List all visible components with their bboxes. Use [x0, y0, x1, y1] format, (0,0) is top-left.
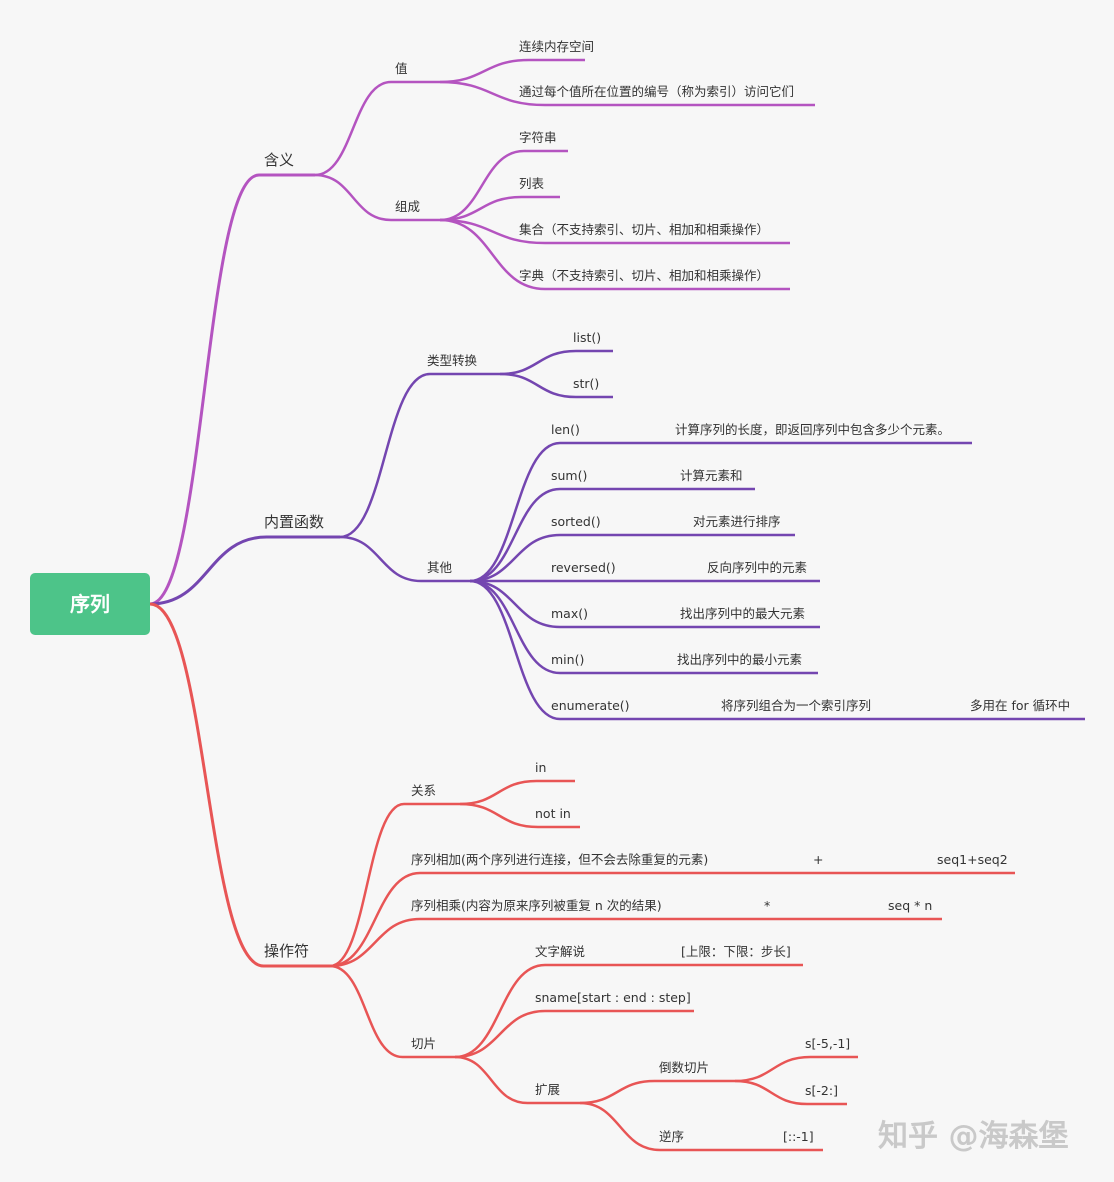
branch-line-c2 [439, 218, 790, 245]
node-v1[interactable]: 通过每个值所在位置的编号（称为索引）访问它们 [519, 84, 794, 99]
node-add-detail-0: + [813, 852, 823, 867]
node-o0-detail-0: 计算序列的长度，即返回序列中包含多少个元素。 [675, 422, 950, 437]
branch-line-op [149, 602, 330, 968]
branch-line-cv1 [499, 372, 613, 399]
node-rev[interactable]: 逆序 [659, 1129, 684, 1144]
node-o4[interactable]: max() [551, 606, 588, 621]
branch-line-r1 [459, 802, 580, 829]
node-comp[interactable]: 组成 [395, 199, 420, 214]
node-rev-detail-0: [::-1] [783, 1129, 814, 1144]
node-s0-detail-0: [上限：下限：步长] [681, 944, 791, 959]
root-node[interactable] [30, 573, 150, 635]
node-o5-detail-0: 找出序列中的最小元素 [677, 652, 802, 667]
branch-line-rel [329, 802, 460, 968]
node-c1[interactable]: 列表 [519, 176, 545, 191]
node-o1[interactable]: sum() [551, 468, 587, 483]
node-rel[interactable]: 关系 [411, 783, 436, 798]
node-o6-detail-1: 多用在 for 循环中 [970, 698, 1070, 713]
node-value[interactable]: 值 [395, 61, 408, 76]
branch-line-neg [579, 1079, 735, 1105]
branch-line-mul [329, 917, 942, 968]
node-cv1[interactable]: str() [573, 376, 599, 391]
branch-line-v0 [439, 58, 585, 84]
node-o6-detail-0: 将序列组合为一个索引序列 [721, 698, 871, 713]
node-o2-detail-0: 对元素进行排序 [693, 514, 781, 529]
branch-line-c3 [439, 218, 790, 291]
node-c0[interactable]: 字符串 [519, 130, 557, 145]
node-o2[interactable]: sorted() [551, 514, 601, 529]
branch-line-s0 [454, 963, 803, 1059]
node-meaning[interactable]: 含义 [264, 151, 294, 169]
branch-line-slice [329, 964, 455, 1059]
node-builtin[interactable]: 内置函数 [264, 513, 324, 531]
watermark: 知乎 @海森堡 [878, 1119, 1068, 1154]
node-add-detail-1: seq1+seq2 [937, 852, 1008, 867]
node-ext[interactable]: 扩展 [535, 1082, 560, 1097]
node-n0[interactable]: s[-5,-1] [805, 1036, 850, 1051]
branch-line-s1 [454, 1009, 694, 1059]
branch-line-o5 [469, 579, 818, 675]
branch-line-n1 [734, 1079, 847, 1106]
node-o1-detail-0: 计算元素和 [680, 468, 743, 483]
node-other[interactable]: 其他 [427, 560, 453, 575]
branch-line-o6 [469, 579, 1085, 721]
node-conv[interactable]: 类型转换 [427, 353, 478, 368]
node-mul-detail-1: seq * n [888, 898, 932, 913]
node-cv0[interactable]: list() [573, 330, 601, 345]
branch-line-builtin [149, 535, 340, 606]
node-mul-detail-0: * [764, 898, 770, 913]
node-slice[interactable]: 切片 [411, 1036, 436, 1051]
branch-line-v1 [439, 80, 815, 107]
node-o3-detail-0: 反向序列中的元素 [707, 560, 807, 575]
branch-line-other [339, 535, 470, 583]
node-o0[interactable]: len() [551, 422, 580, 437]
branch-line-c0 [439, 149, 568, 222]
branch-line-o0 [469, 441, 972, 583]
branch-line-o2 [469, 533, 795, 583]
branch-line-comp [314, 173, 440, 222]
branch-line-r0 [459, 779, 575, 806]
branch-line-n0 [734, 1055, 858, 1083]
node-c2[interactable]: 集合（不支持索引、切片、相加和相乘操作） [519, 222, 769, 237]
branch-line-meaning [149, 173, 315, 606]
node-op[interactable]: 操作符 [264, 942, 309, 960]
branch-line-ext [454, 1055, 580, 1105]
branch-line-rev [579, 1101, 823, 1152]
branch-line-add [329, 871, 1015, 968]
node-r1[interactable]: not in [535, 806, 571, 821]
branch-line-c1 [439, 195, 560, 222]
branch-line-value [314, 80, 440, 177]
node-v0[interactable]: 连续内存空间 [519, 39, 594, 54]
node-s0[interactable]: 文字解说 [535, 944, 585, 959]
node-neg[interactable]: 倒数切片 [659, 1060, 709, 1075]
node-c3[interactable]: 字典（不支持索引、切片、相加和相乘操作） [519, 268, 769, 283]
node-o6[interactable]: enumerate() [551, 698, 630, 713]
branch-line-cv0 [499, 349, 613, 376]
branch-line-conv [339, 372, 500, 539]
node-r0[interactable]: in [535, 760, 546, 775]
node-n1[interactable]: s[-2:] [805, 1083, 838, 1098]
node-o3[interactable]: reversed() [551, 560, 616, 575]
node-add[interactable]: 序列相加(两个序列进行连接，但不会去除重复的元素) [411, 852, 708, 867]
node-o5[interactable]: min() [551, 652, 584, 667]
branch-line-o4 [469, 579, 820, 629]
branch-line-o1 [469, 487, 755, 583]
node-o4-detail-0: 找出序列中的最大元素 [680, 606, 805, 621]
root-label: 序列 [70, 592, 110, 616]
node-mul[interactable]: 序列相乘(内容为原来序列被重复 n 次的结果) [411, 898, 662, 913]
node-s1[interactable]: sname[start : end : step] [535, 990, 691, 1005]
